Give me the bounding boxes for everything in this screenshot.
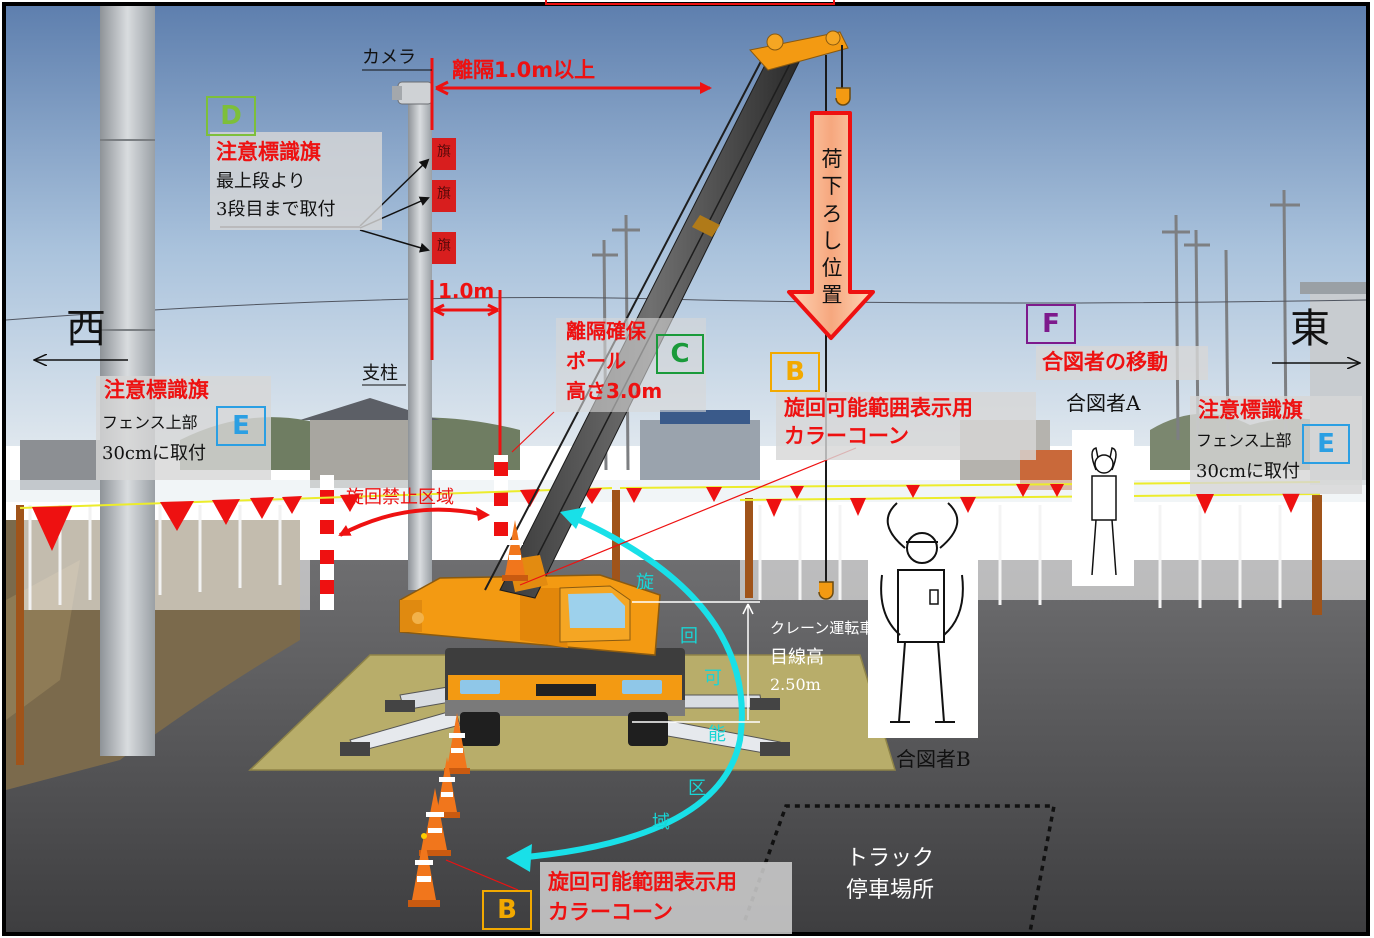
pole-line1: 離隔確保 [566, 319, 646, 343]
letter-e-right: E [1302, 424, 1350, 464]
b-top-info-box [776, 392, 1036, 460]
east-label: 東 [1290, 306, 1330, 352]
one-meter-label: 1.0m [438, 279, 495, 303]
no-turn-zone-label: 旋回禁止区域 [346, 487, 454, 508]
letter-b-top: B [770, 352, 820, 392]
swing-zone-char-3: 可 [704, 668, 722, 689]
letter-b-bottom: B [482, 890, 532, 930]
signaler-b-label: 合図者B [896, 747, 971, 771]
b-bottom-line2: カラーコーン [548, 900, 673, 924]
unload-position-arrow [787, 111, 875, 340]
swing-zone-char-6: 域 [652, 812, 670, 833]
cone-pointer-lines [445, 411, 857, 891]
e-right-line1: フェンス上部 [1196, 431, 1292, 450]
d-info-box [210, 132, 382, 230]
separation-pole-west [320, 475, 334, 610]
separation-dimension [430, 58, 712, 455]
letter-e-left: E [216, 406, 266, 446]
wooden-posts [16, 490, 1322, 765]
camera-body [397, 81, 433, 105]
unload-position-label: 荷下ろし位置 [821, 147, 843, 308]
color-cones [408, 520, 528, 907]
pole-line2: ポール [566, 349, 626, 373]
b-top-line2: カラーコーン [784, 424, 909, 448]
flag-char-3: 旗 [437, 238, 451, 254]
b-bottom-info-box [540, 862, 792, 934]
swing-zone-char-1: 旋 [636, 572, 654, 593]
fence-east [740, 500, 1366, 608]
d-title: 注意標識旗 [216, 140, 321, 164]
d-line2: 3段目まで取付 [216, 199, 336, 220]
crane-upper [399, 574, 661, 656]
flag-char-2: 旗 [437, 186, 451, 202]
signaler-a-label: 合図者A [1066, 391, 1141, 415]
d-line1: 最上段より [216, 171, 306, 192]
west-label: 西 [66, 306, 106, 352]
e-left-info-box [96, 376, 271, 480]
camera-label: カメラ [362, 47, 416, 68]
e-left-line1: フェンス上部 [102, 413, 198, 432]
eye-line2: 目線高 [770, 647, 824, 668]
swing-zone-char-5: 区 [688, 778, 706, 799]
e-right-line2: 30cmに取付 [1196, 461, 1301, 482]
e-left-title: 注意標識旗 [104, 378, 209, 402]
f-info-box [1036, 346, 1208, 380]
flag-char-1: 旗 [437, 144, 451, 160]
separation-pole-east [494, 455, 508, 545]
e-right-title: 注意標識旗 [1198, 398, 1303, 422]
lower-hook [818, 581, 834, 600]
letter-d: D [206, 96, 256, 136]
b-top-line1: 旋回可能範囲表示用 [784, 396, 973, 420]
pole-info-box [556, 318, 706, 412]
post-label: 支柱 [362, 363, 398, 384]
signaler-a-figure [1072, 430, 1134, 586]
separation-label: 離隔1.0m以上 [452, 58, 596, 82]
letter-f: F [1026, 304, 1076, 344]
e-right-info-box [1190, 396, 1362, 494]
eye-line3: 2.50m [770, 675, 821, 694]
eye-line1: クレーン運転車 [770, 619, 875, 637]
warning-flags-post [432, 138, 456, 264]
truck-line2: 停車場所 [846, 878, 935, 903]
top-red-bracket [545, 0, 835, 5]
letter-c: C [656, 334, 704, 374]
b-bottom-line1: 旋回可能範囲表示用 [548, 870, 737, 894]
eye-height-dimension [632, 601, 760, 723]
no-turn-zone-arrow [338, 507, 486, 537]
camera-post [408, 100, 432, 590]
truck-line1: トラック [846, 846, 935, 871]
swing-zone-char-2: 回 [680, 626, 698, 647]
swing-range-arrow [515, 512, 745, 861]
signaler-b-figure [868, 502, 978, 738]
upper-hook [835, 87, 851, 106]
crane-carrier [445, 648, 685, 746]
pole-line3: 高さ3.0m [566, 379, 663, 403]
f-label: 合図者の移動 [1042, 350, 1168, 374]
swing-zone-char-4: 能 [708, 724, 726, 745]
e-left-line2: 30cmに取付 [102, 443, 207, 464]
